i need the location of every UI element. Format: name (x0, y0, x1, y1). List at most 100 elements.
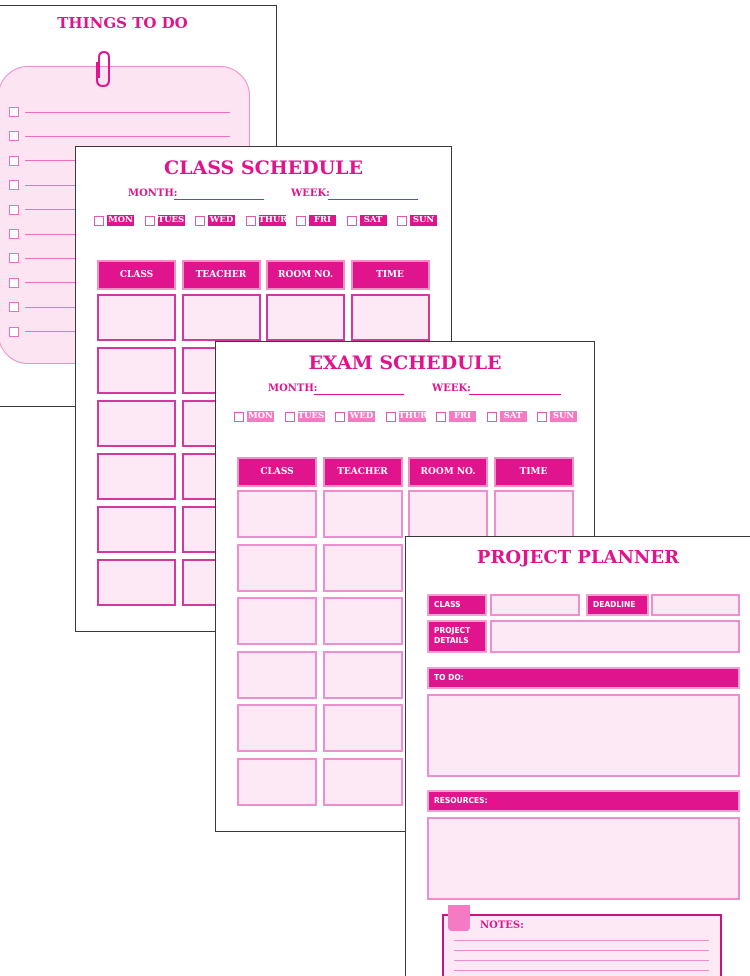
column-header: ROOM NO. (266, 260, 345, 290)
day-tues[interactable]: TUES (284, 410, 325, 423)
day-sat[interactable]: SAT (486, 410, 527, 423)
day-checkbox[interactable] (296, 215, 306, 226)
day-mon[interactable]: MON (234, 410, 274, 423)
exam-month-line (314, 394, 404, 395)
day-label: TUES (297, 411, 325, 422)
day-checkbox[interactable] (144, 215, 155, 226)
project-details-field[interactable] (490, 620, 740, 653)
table-cell[interactable] (97, 400, 176, 447)
day-fri[interactable]: FRI (436, 410, 476, 423)
deadline-field[interactable] (651, 594, 740, 616)
todo-checkbox[interactable] (9, 326, 19, 337)
notes-box: NOTES: (442, 914, 722, 976)
day-label: SAT (499, 411, 527, 422)
todo-checkbox[interactable] (9, 277, 19, 288)
table-cell[interactable] (408, 490, 488, 538)
todo-checkbox[interactable] (9, 180, 19, 191)
column-header: TIME (350, 260, 430, 290)
table-cell[interactable] (237, 650, 317, 699)
day-checkbox[interactable] (537, 411, 547, 422)
todo-field[interactable] (427, 694, 740, 777)
exam-week-line (469, 394, 561, 395)
day-checkbox[interactable] (195, 215, 205, 226)
table-cell[interactable] (322, 490, 403, 538)
day-sat[interactable]: SAT (346, 214, 387, 227)
day-label: SUN (410, 215, 437, 226)
table-cell[interactable] (97, 294, 176, 341)
todo-title: THINGS TO DO (57, 14, 188, 32)
day-fri[interactable]: FRI (296, 214, 336, 227)
class-schedule-title: CLASS SCHEDULE (163, 157, 364, 179)
day-checkbox[interactable] (335, 411, 345, 422)
notes-tab-icon (448, 905, 470, 931)
day-mon[interactable]: MON (94, 214, 134, 227)
project-details-label: PROJECT DETAILS (427, 620, 487, 653)
table-cell[interactable] (322, 757, 403, 806)
table-cell[interactable] (97, 506, 176, 553)
class-field[interactable] (490, 594, 580, 616)
notes-label: NOTES: (480, 920, 524, 931)
todo-checkbox[interactable] (9, 131, 19, 142)
class-month-label: MONTH: (128, 188, 178, 199)
table-cell[interactable] (237, 704, 317, 752)
table-cell[interactable] (322, 597, 403, 645)
todo-checkbox[interactable] (9, 107, 19, 117)
notes-line (454, 960, 709, 961)
table-cell[interactable] (322, 650, 403, 699)
notes-line (454, 940, 709, 941)
table-cell[interactable] (237, 490, 317, 538)
exam-week-label: WEEK: (432, 383, 471, 394)
day-checkbox[interactable] (346, 215, 357, 226)
day-sun[interactable]: SUN (537, 410, 577, 423)
todo-checkbox[interactable] (9, 253, 19, 264)
day-label: FRI (309, 215, 336, 226)
todo-checkbox[interactable] (9, 302, 19, 313)
day-checkbox[interactable] (284, 411, 295, 422)
table-cell[interactable] (237, 757, 317, 806)
class-week-label: WEEK: (291, 188, 330, 199)
table-cell[interactable] (237, 543, 317, 592)
day-label: WED (208, 215, 235, 226)
day-sun[interactable]: SUN (397, 214, 437, 227)
table-cell[interactable] (97, 347, 176, 394)
table-cell[interactable] (322, 704, 403, 752)
table-cell[interactable] (322, 543, 403, 592)
todo-label: TO DO: (427, 667, 740, 689)
resources-field[interactable] (427, 817, 740, 900)
day-wed[interactable]: WED (335, 410, 375, 423)
todo-checkbox[interactable] (9, 155, 19, 166)
project-planner-title: PROJECT PLANNER (476, 547, 680, 568)
day-label: SUN (550, 411, 577, 422)
day-checkbox[interactable] (436, 411, 446, 422)
day-label: MON (107, 215, 134, 226)
table-cell[interactable] (350, 294, 430, 341)
todo-row[interactable] (9, 130, 230, 142)
day-checkbox[interactable] (234, 411, 244, 422)
day-thurs[interactable]: THURS (245, 214, 293, 227)
project-planner-page: PROJECT PLANNER CLASS DEADLINE PROJECT D… (405, 536, 750, 976)
table-cell[interactable] (237, 597, 317, 645)
table-cell[interactable] (493, 490, 574, 538)
day-checkbox[interactable] (486, 411, 497, 422)
day-tues[interactable]: TUES (144, 214, 185, 227)
day-checkbox[interactable] (94, 215, 104, 226)
todo-line (25, 135, 230, 137)
todo-checkbox[interactable] (9, 229, 19, 239)
day-checkbox[interactable] (397, 215, 407, 226)
table-cell[interactable] (97, 559, 176, 606)
day-label: THURS (398, 411, 434, 422)
table-cell[interactable] (266, 294, 345, 341)
day-label: FRI (449, 411, 476, 422)
day-checkbox[interactable] (385, 411, 396, 422)
todo-checkbox[interactable] (9, 204, 19, 215)
day-label: TUES (157, 215, 185, 226)
day-checkbox[interactable] (245, 215, 256, 226)
deadline-label: DEADLINE (586, 594, 649, 616)
column-header: TEACHER (322, 457, 403, 487)
day-wed[interactable]: WED (195, 214, 235, 227)
table-cell[interactable] (181, 294, 261, 341)
paperclip-icon (96, 50, 110, 88)
table-cell[interactable] (97, 453, 176, 500)
todo-row[interactable] (9, 106, 230, 118)
day-thurs[interactable]: THURS (385, 410, 434, 423)
